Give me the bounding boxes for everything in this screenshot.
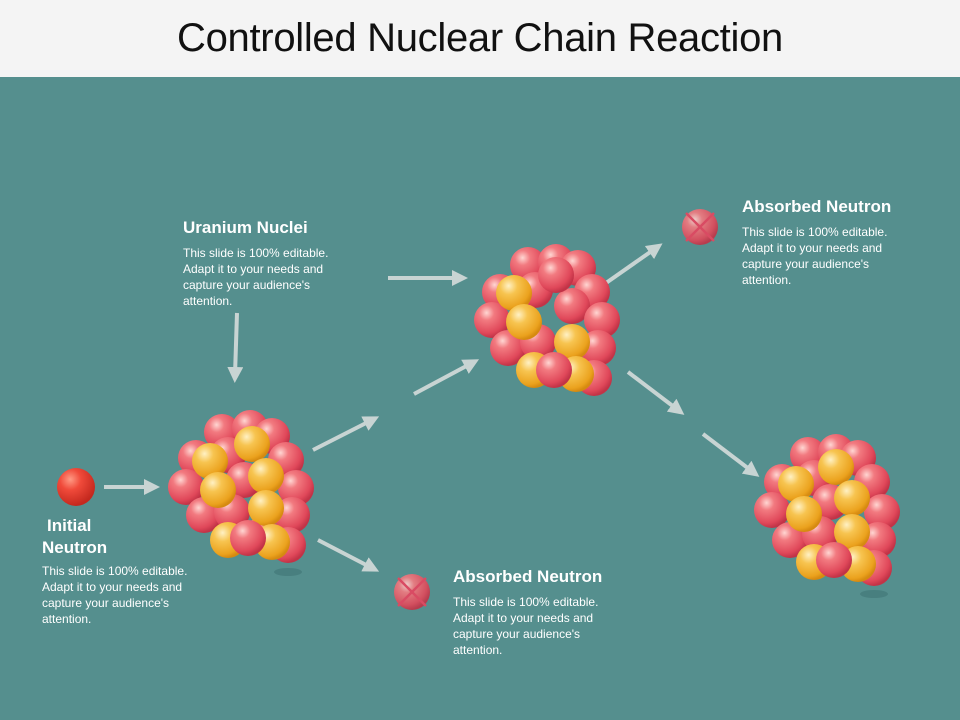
arrow-nucleus1-up-a [312, 416, 380, 452]
absorbed-neutron-top [682, 209, 718, 245]
cross-icon [685, 212, 715, 242]
arrow-nucleus2-down-a [626, 370, 685, 415]
arrow-nucleus2-to-absorbed [604, 243, 663, 285]
cross-icon [397, 577, 427, 607]
initial-neutron [57, 468, 95, 506]
arrows [104, 243, 760, 572]
arrow-nucleus1-to-absorbed [317, 538, 380, 572]
uranium-nucleus-2 [474, 244, 620, 396]
initial-neutron-heading-line1: Initial [47, 516, 92, 535]
arrow-label-to-nucleus [227, 312, 244, 383]
uranium-nuclei-label: Uranium Nuclei This slide is 100% editab… [183, 217, 343, 309]
page-title: Controlled Nuclear Chain Reaction [177, 16, 783, 60]
absorbed-neutron-top-label: Absorbed Neutron This slide is 100% edit… [742, 196, 914, 288]
initial-neutron-label: Initial Neutron This slide is 100% edita… [42, 515, 192, 627]
absorbed-neutron-bottom-label: Absorbed Neutron This slide is 100% edit… [453, 566, 628, 658]
arrow-nucleus2-down-b [701, 432, 760, 477]
absorbed-neutron-bottom-heading: Absorbed Neutron [453, 567, 603, 586]
absorbed-neutron-bottom-text: This slide is 100% editable. Adapt it to… [453, 595, 599, 657]
uranium-nucleus-1 [168, 410, 314, 576]
initial-neutron-text: This slide is 100% editable. Adapt it to… [42, 564, 188, 626]
diagram-stage [0, 77, 960, 720]
absorbed-neutron-bottom [394, 574, 430, 610]
absorbed-neutron-top-heading: Absorbed Neutron [742, 197, 892, 216]
initial-neutron-heading-line2: Neutron [42, 538, 108, 557]
arrow-nucleus1-up-b [413, 359, 480, 396]
absorbed-neutron-top-text: This slide is 100% editable. Adapt it to… [742, 225, 888, 287]
uranium-nucleus-3 [754, 434, 900, 598]
title-bar: Controlled Nuclear Chain Reaction [0, 0, 960, 77]
uranium-nuclei-heading: Uranium Nuclei [183, 218, 308, 237]
uranium-nuclei-text: This slide is 100% editable. Adapt it to… [183, 246, 329, 308]
